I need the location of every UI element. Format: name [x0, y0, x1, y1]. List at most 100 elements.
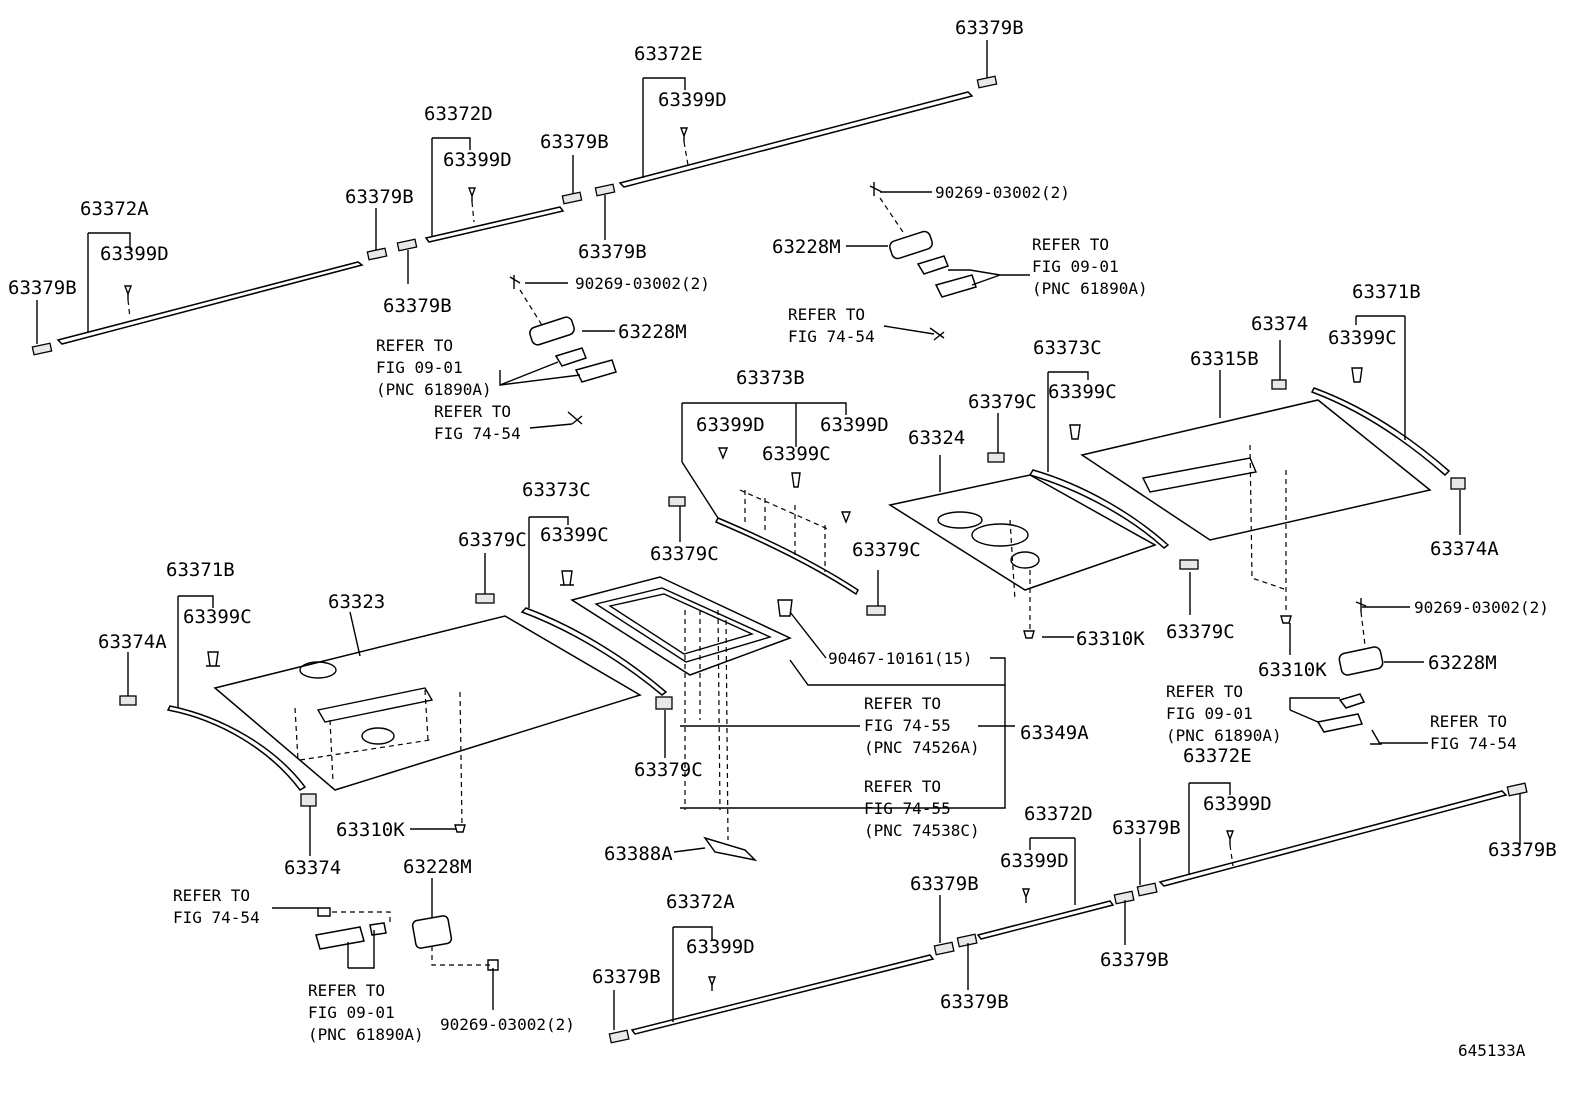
grip-bracket — [1316, 693, 1366, 733]
assist-grip-upper-left — [509, 275, 617, 425]
screw-fig74-54 — [567, 411, 583, 425]
label-90269: 90269-03002(2) — [440, 1015, 575, 1034]
bracket-63388a — [703, 836, 758, 862]
label-63373c: 63373C — [1033, 337, 1102, 359]
diagram-id: 645133A — [1458, 1041, 1526, 1060]
ref-fig-74-55: FIG 74-55 — [864, 799, 951, 818]
label-63374a: 63374A — [1430, 538, 1499, 560]
clip-63399d — [717, 447, 729, 460]
label-63379b: 63379B — [540, 131, 609, 153]
ref-fig-74-54: FIG 74-54 — [788, 327, 875, 346]
clip-63379b — [608, 1029, 630, 1044]
label-63399c: 63399C — [1048, 381, 1117, 403]
label-63379b: 63379B — [955, 17, 1024, 39]
bracket-63373b — [714, 517, 859, 596]
molding-63372a-top — [56, 261, 364, 345]
clip-63399d — [707, 976, 717, 991]
clip-63379b — [594, 183, 616, 197]
label-63228m: 63228M — [618, 321, 687, 343]
label-63310k: 63310K — [1258, 659, 1327, 681]
clip-63399d — [467, 187, 477, 202]
molding-63372e-top — [618, 91, 974, 188]
screw-90269 — [487, 959, 499, 971]
label-63374: 63374 — [284, 857, 341, 879]
headliner-63323 — [119, 570, 673, 833]
label-63399d: 63399D — [820, 414, 889, 436]
label-63399d: 63399D — [443, 149, 512, 171]
top-molding-strips — [31, 75, 998, 356]
bottom-molding-strips — [608, 782, 1528, 1044]
clip-63399d — [1021, 888, 1031, 903]
label-63379c: 63379C — [852, 539, 921, 561]
screw-fig74-54 — [929, 327, 945, 341]
clip-63399d — [840, 511, 852, 524]
label-63399d: 63399D — [1000, 850, 1069, 872]
ref-refer-to: REFER TO — [308, 981, 385, 1000]
ref-refer-to: REFER TO — [788, 305, 865, 324]
clip-63379c — [655, 696, 673, 710]
ref-fig-09-01: FIG 09-01 — [1166, 704, 1253, 723]
label-63374: 63374 — [1251, 313, 1308, 335]
label-63372a: 63372A — [666, 891, 735, 913]
clip-63399c — [791, 472, 801, 488]
clip-63379b — [1136, 882, 1158, 897]
ref-refer-to: REFER TO — [173, 886, 250, 905]
label-63349a: 63349A — [1020, 722, 1089, 744]
label-63399c: 63399C — [183, 606, 252, 628]
ref-fig-09-01: FIG 09-01 — [376, 358, 463, 377]
label-63372a: 63372A — [80, 198, 149, 220]
label-63372d: 63372D — [1024, 803, 1093, 825]
cover-63228m — [889, 230, 933, 260]
molding-63372a-bottom — [630, 954, 935, 1035]
ref-refer-to: REFER TO — [1430, 712, 1507, 731]
label-63379c: 63379C — [650, 543, 719, 565]
clip-63379c — [987, 452, 1005, 463]
clip-63379b — [1506, 782, 1528, 797]
label-63379c: 63379C — [634, 759, 703, 781]
label-63379b: 63379B — [383, 295, 452, 317]
bracket-63371b-left — [166, 705, 307, 791]
clip-63379b — [561, 191, 583, 205]
screw-90269 — [509, 275, 521, 289]
label-63388a: 63388A — [604, 843, 673, 865]
fastener-63310k-left — [454, 824, 466, 833]
clip-63374 — [1271, 379, 1287, 390]
clip-63379b — [933, 941, 955, 956]
label-63379b: 63379B — [910, 873, 979, 895]
label-63371b: 63371B — [1352, 281, 1421, 303]
ref-pnc-61890a: (PNC 61890A) — [308, 1025, 424, 1044]
ref-fig-74-55: FIG 74-55 — [864, 716, 951, 735]
label-63379b: 63379B — [345, 186, 414, 208]
ref-refer-to: REFER TO — [864, 777, 941, 796]
headliner-63315b — [1080, 367, 1466, 624]
label-63315b: 63315B — [1190, 348, 1259, 370]
cover-63228m — [411, 915, 453, 949]
clip-63379c — [1179, 559, 1199, 570]
label-90467: 90467-10161(15) — [828, 649, 973, 668]
label-63399c: 63399C — [1328, 327, 1397, 349]
bracket-63373c-left — [520, 607, 668, 696]
label-63379c: 63379C — [968, 391, 1037, 413]
cover-63228m — [529, 316, 575, 346]
label-63310k: 63310K — [336, 819, 405, 841]
label-63372d: 63372D — [424, 103, 493, 125]
screw-90269 — [869, 182, 883, 196]
bracket-63371b-right — [1310, 387, 1451, 477]
screw-90269 — [1355, 598, 1367, 612]
clip-63399c — [560, 570, 574, 586]
screw-fig74-54 — [1370, 729, 1382, 745]
label-63399d: 63399D — [100, 243, 169, 265]
ref-pnc-74538c: (PNC 74538C) — [864, 821, 980, 840]
label-63379b: 63379B — [1100, 949, 1169, 971]
assist-grip-right — [1316, 598, 1384, 745]
label-63323: 63323 — [328, 591, 385, 613]
ref-refer-to: REFER TO — [864, 694, 941, 713]
label-63374a: 63374A — [98, 631, 167, 653]
label-63228m: 63228M — [1428, 652, 1497, 674]
grip-bracket — [554, 347, 617, 383]
ref-fig-74-54: FIG 74-54 — [434, 424, 521, 443]
label-63399d: 63399D — [1203, 793, 1272, 815]
label-90269: 90269-03002(2) — [1414, 598, 1549, 617]
molding-63372e-bottom — [1158, 790, 1508, 887]
